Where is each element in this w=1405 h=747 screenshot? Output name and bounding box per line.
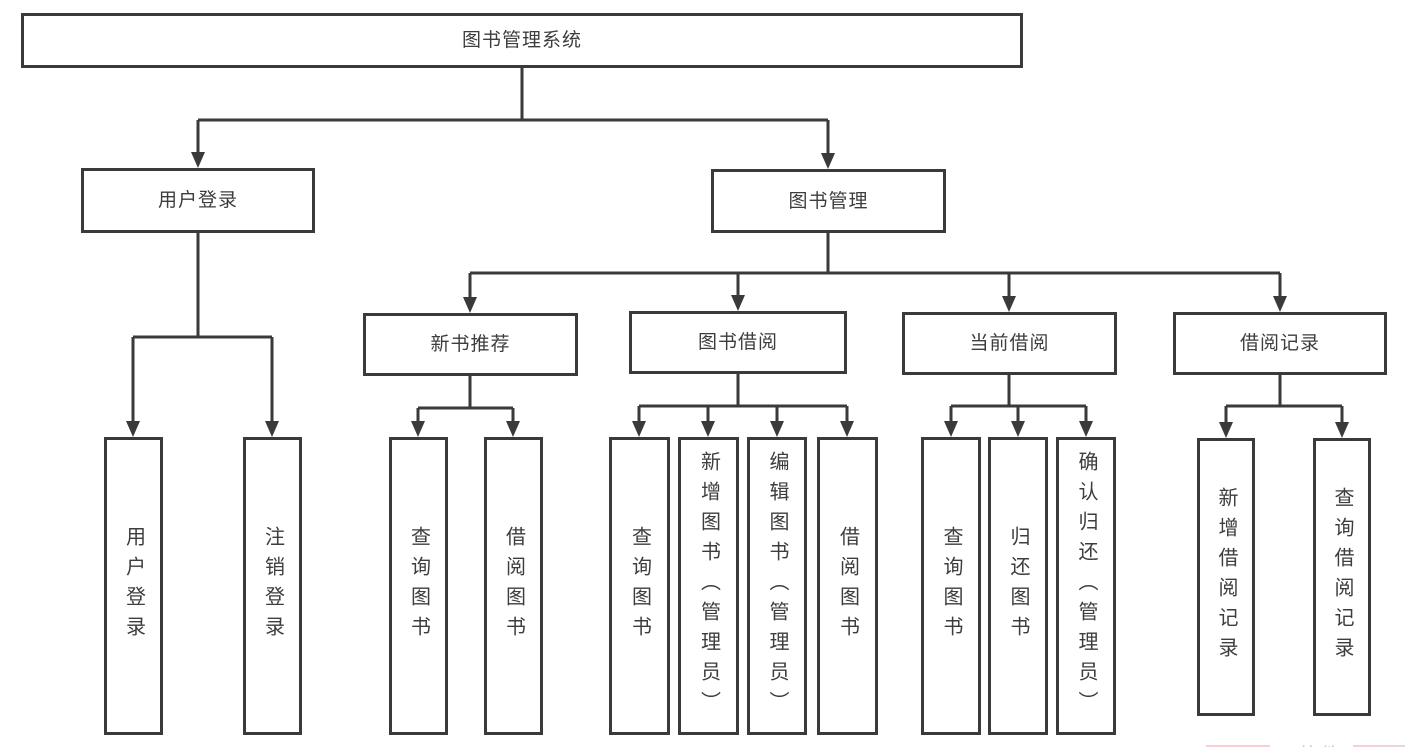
node-book-management: 图书管理 — [711, 169, 946, 233]
leaf-borrow-book: 借阅图书 — [817, 437, 878, 735]
leaf-confirm-return-admin: 确认归还（管理员） — [1056, 437, 1116, 735]
node-label: 当前借阅 — [969, 333, 1050, 354]
leaf-add-book-admin: 新增图书（管理员） — [678, 437, 739, 735]
node-user-login: 用户登录 — [81, 168, 315, 233]
leaf-query-book-recommend: 查询图书 — [389, 437, 448, 735]
connector-current-borrow-to-children — [949, 375, 1088, 423]
connector-new-book-to-children — [416, 376, 515, 423]
node-book-borrow: 图书借阅 — [629, 311, 847, 374]
leaf-query-borrow-record: 查询借阅记录 — [1313, 438, 1371, 716]
leaf-label: 新增借阅记录 — [1215, 487, 1237, 667]
leaf-label: 确认归还（管理员） — [1075, 451, 1097, 721]
leaf-label: 注销登录 — [261, 526, 284, 646]
node-label: 新书推荐 — [430, 334, 511, 355]
leaf-label: 借阅图书 — [502, 526, 525, 646]
watermark-part-csdn: CSDN — [1206, 745, 1270, 747]
node-label: 用户登录 — [157, 190, 238, 211]
connector-user-login-to-children — [131, 233, 274, 423]
node-label: 图书借阅 — [697, 332, 778, 353]
leaf-label: 查询图书 — [940, 526, 962, 646]
node-current-borrow: 当前借阅 — [902, 312, 1117, 375]
leaf-label: 编辑图书（管理员） — [766, 451, 788, 721]
leaf-label: 借阅图书 — [836, 526, 859, 646]
leaf-label: 查询借阅记录 — [1331, 487, 1353, 667]
connector-root-to-level2 — [196, 68, 830, 155]
watermark-part-name: 小贺同学 — [1353, 745, 1405, 747]
leaf-label: 查询图书 — [628, 526, 651, 646]
leaf-user-login: 用户登录 — [104, 437, 163, 735]
connector-book-management-to-level3 — [468, 233, 1282, 299]
node-root-library-management-system: 图书管理系统 — [21, 13, 1023, 68]
leaf-label: 查询图书 — [407, 526, 430, 646]
leaf-return-book: 归还图书 — [988, 437, 1048, 735]
leaf-label: 归还图书 — [1007, 526, 1029, 646]
arrowheads — [126, 152, 1349, 438]
node-label: 借阅记录 — [1239, 333, 1320, 354]
node-label: 图书管理 — [788, 190, 869, 212]
csdn-watermark: CSDN @软件_小贺同学 — [1181, 716, 1405, 747]
leaf-label: 用户登录 — [122, 526, 145, 646]
leaf-borrow-book-recommend: 借阅图书 — [484, 437, 543, 735]
leaf-query-book-borrow: 查询图书 — [609, 437, 670, 735]
leaf-add-borrow-record: 新增借阅记录 — [1197, 438, 1255, 716]
node-label: 图书管理系统 — [461, 30, 582, 51]
leaf-edit-book-admin: 编辑图书（管理员） — [747, 437, 807, 735]
leaf-query-book-current: 查询图书 — [921, 437, 981, 735]
node-borrow-records: 借阅记录 — [1173, 312, 1387, 375]
connector-book-borrow-to-children — [637, 374, 849, 423]
connector-borrow-records-to-children — [1224, 375, 1344, 424]
watermark-part-handle: @软件_ — [1270, 745, 1353, 747]
node-new-book-recommend: 新书推荐 — [363, 313, 578, 376]
leaf-label: 新增图书（管理员） — [697, 451, 720, 721]
leaf-logout: 注销登录 — [243, 437, 302, 735]
